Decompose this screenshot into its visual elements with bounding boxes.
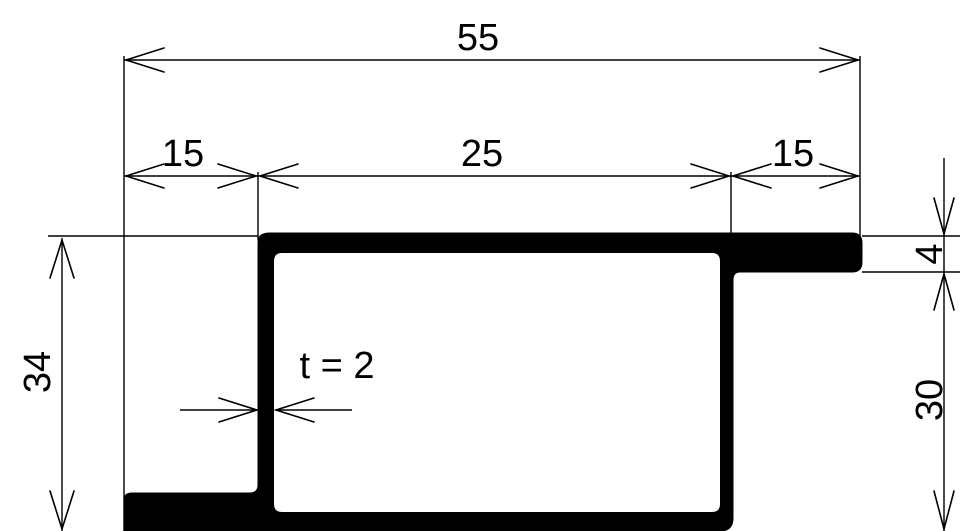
dim-thickness: t = 2 bbox=[180, 345, 375, 423]
dim-label-34: 34 bbox=[17, 351, 59, 393]
dim-label-30: 30 bbox=[909, 379, 951, 421]
dim-segment-widths: 15 25 15 bbox=[123, 133, 861, 189]
dim-label-right-15: 15 bbox=[772, 133, 814, 175]
thickness-label: t = 2 bbox=[300, 345, 375, 387]
dim-label-left-15: 15 bbox=[162, 133, 204, 175]
dim-label-55: 55 bbox=[457, 17, 499, 59]
dim-overall-height: 34 bbox=[17, 237, 75, 531]
dim-label-4: 4 bbox=[909, 243, 951, 264]
extension-lines bbox=[48, 56, 960, 531]
dim-label-25: 25 bbox=[461, 133, 503, 175]
dim-right-heights: 4 30 bbox=[909, 197, 955, 531]
profile-section bbox=[123, 232, 863, 531]
profile-inner bbox=[274, 253, 720, 512]
dim-overall-width: 55 bbox=[123, 17, 861, 73]
